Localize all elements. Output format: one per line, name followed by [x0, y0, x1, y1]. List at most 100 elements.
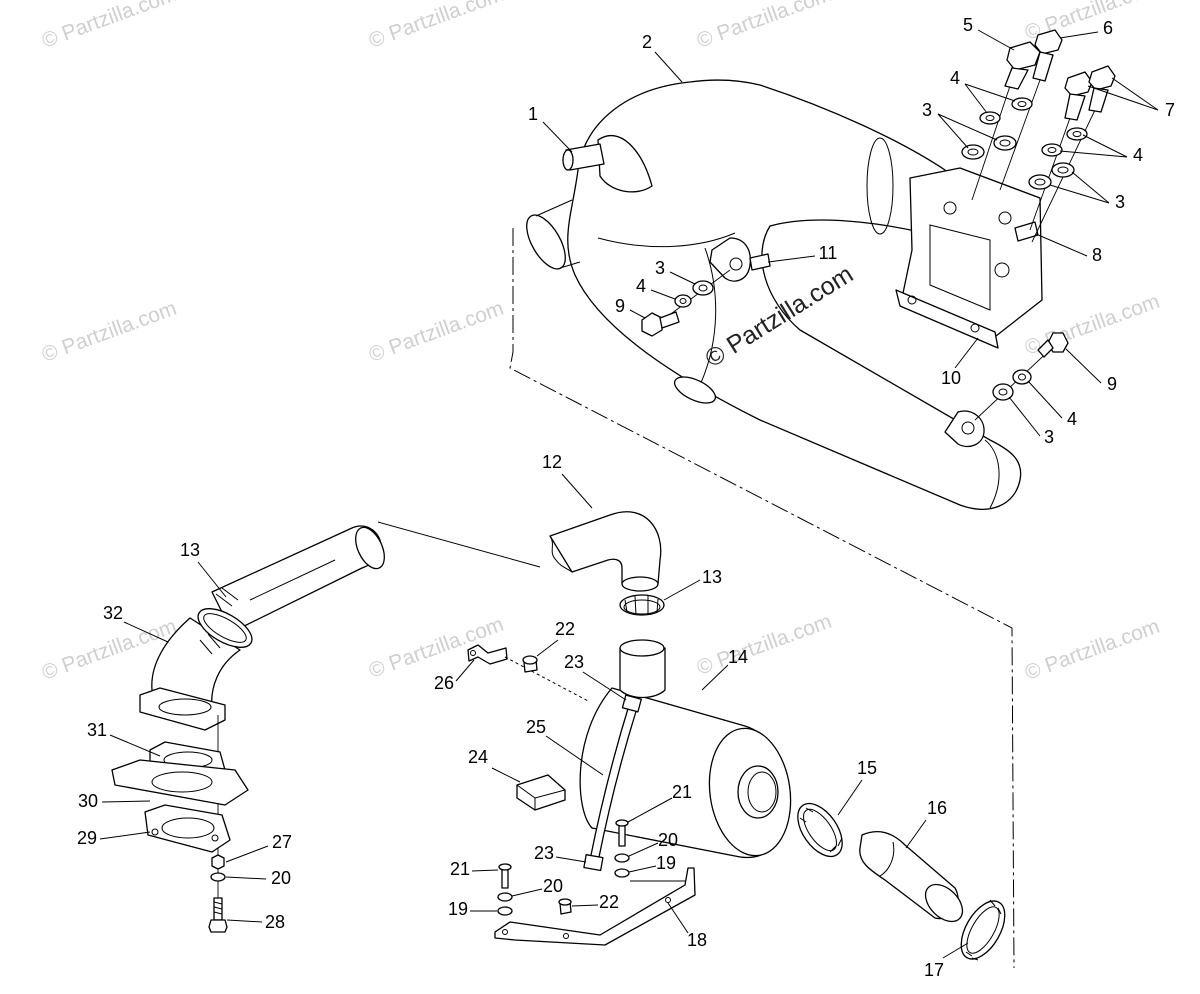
washer-hole [1017, 101, 1027, 107]
washer [992, 383, 1014, 401]
watermark: © Partzilla.com [39, 297, 180, 367]
bolt-axis [974, 344, 1056, 421]
washer [1066, 127, 1088, 141]
exhaust-pipe-contour [597, 232, 736, 248]
callout-10: 10 [941, 368, 961, 388]
exhaust-pipe [526, 79, 1022, 510]
washer-hole [679, 298, 687, 304]
leader-line [627, 797, 673, 823]
bolt-head [1034, 29, 1063, 55]
callout-3: 3 [655, 258, 665, 278]
muffler-outlet [737, 765, 779, 819]
flange-port [161, 817, 215, 839]
washer-hole [999, 139, 1011, 147]
leader-line [226, 919, 263, 923]
leader-line [1059, 31, 1099, 39]
callout-25: 25 [526, 717, 546, 737]
callout-9: 9 [615, 296, 625, 316]
callout-26: 26 [434, 673, 454, 693]
callout-16: 16 [927, 798, 947, 818]
leader-line [1082, 134, 1128, 158]
grommet-head [558, 898, 572, 906]
washer [979, 111, 1001, 125]
callout-24: 24 [468, 747, 488, 767]
leader-line [491, 767, 521, 783]
exhaust-pipe-end [673, 376, 717, 404]
leader-line [669, 271, 696, 285]
exhaust-pipe-contour [535, 199, 581, 269]
washer-hole [967, 148, 979, 156]
callout-13: 13 [180, 540, 200, 560]
alignment-line [377, 521, 541, 568]
bolt-head [498, 863, 512, 871]
bolt-axis [1029, 117, 1071, 231]
bracket-hole [665, 897, 671, 903]
callout-18: 18 [687, 930, 707, 950]
water-fitting [749, 253, 771, 271]
hose-clamp-inner [966, 906, 1000, 954]
flange-plate [144, 804, 231, 853]
muffler-pad [516, 774, 566, 811]
washer-hole [698, 284, 708, 292]
callout-labels: 1 2 3 4 5 6 7 4 3 8 11 3 4 9 10 9 4 3 12… [77, 15, 1175, 980]
washer-hole [1047, 147, 1057, 153]
exhaust-manifold [895, 167, 1043, 349]
leader-line [225, 845, 269, 863]
exhaust-pipe-inlet [526, 214, 566, 270]
washer-hole [985, 115, 995, 121]
connector-assembly [111, 521, 541, 933]
hose-clamp-inner [203, 613, 247, 643]
manifold-flange [895, 289, 999, 349]
leader-line [536, 639, 559, 657]
manifold-port [929, 224, 991, 311]
bolt-head [1088, 65, 1116, 91]
watermark: © Partzilla.com [1022, 615, 1163, 685]
mount-tab [709, 237, 751, 282]
muffler-mount-bracket [494, 867, 696, 946]
lock-washer [497, 906, 513, 916]
manifold-bolt-hole [943, 201, 957, 215]
callout-14: 14 [728, 647, 748, 667]
callout-6: 6 [1103, 18, 1113, 38]
mount-hardware [494, 819, 696, 946]
leader-line [701, 664, 729, 691]
nut [211, 854, 225, 870]
lock-washer [614, 868, 630, 878]
callout-9: 9 [1107, 374, 1117, 394]
washer [614, 853, 630, 863]
callout-28: 28 [265, 912, 285, 932]
bolt-shank [1037, 339, 1054, 358]
leader-line [455, 659, 475, 682]
callout-4: 4 [1133, 145, 1143, 165]
hose-clamp [197, 608, 253, 648]
hose-clamp-band [965, 899, 1002, 961]
outlet-hose-contour [879, 841, 895, 877]
washer [1012, 369, 1032, 385]
elbow-pipe [549, 511, 662, 585]
callout-1: 1 [528, 104, 538, 124]
watermark: © Partzilla.com [366, 297, 507, 367]
callout-20: 20 [271, 868, 291, 888]
leader-line [225, 876, 267, 880]
leader-line [99, 831, 151, 840]
washer-hole [1034, 178, 1046, 186]
leader-line [101, 800, 151, 803]
washer-hole [1072, 131, 1082, 137]
washer [993, 135, 1017, 151]
gasket-port [151, 771, 213, 793]
leader-line [654, 51, 683, 83]
washer [961, 144, 985, 160]
leader-line [109, 734, 161, 757]
callout-4: 4 [950, 68, 960, 88]
callout-21: 21 [672, 782, 692, 802]
leader-line [123, 621, 169, 643]
bolt-shank [1064, 93, 1086, 121]
callout-12: 12 [542, 452, 562, 472]
callout-15: 15 [857, 758, 877, 778]
bracket-hole [563, 933, 569, 939]
leader-line [582, 671, 627, 701]
callout-27: 27 [272, 832, 292, 852]
manifold-body [901, 167, 1043, 337]
callout-2: 2 [642, 32, 652, 52]
